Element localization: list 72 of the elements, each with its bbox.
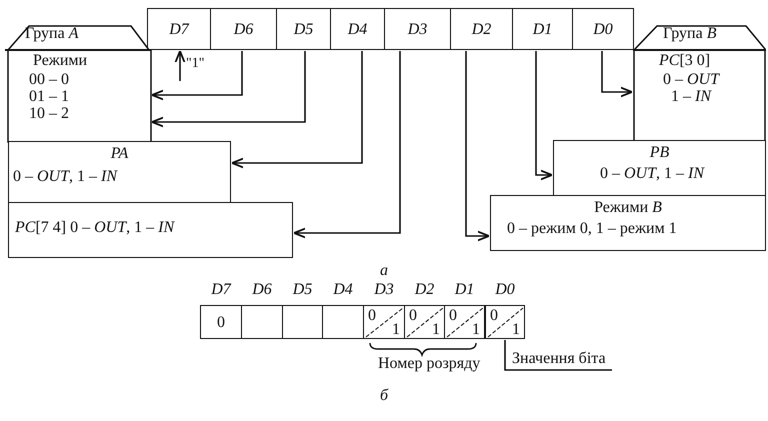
arrow: [465, 51, 490, 242]
bit-name: D3: [373, 281, 395, 298]
group-heading: Група B: [663, 25, 716, 42]
bit-cell: [330, 8, 385, 50]
edge-label: "1": [186, 56, 204, 72]
bit-cell: [384, 8, 451, 50]
group-heading: Група A: [25, 25, 78, 42]
bit-cell: [147, 8, 211, 50]
bit-cell: [444, 305, 485, 339]
mode-table: 00 – 0 01 – 1 10 – 2: [27, 71, 71, 122]
bit-cell: [200, 305, 242, 339]
brace-caption: Номер розряду: [378, 355, 480, 373]
mode-text: 0 – режим 0, 1 – режим 1: [507, 220, 677, 237]
arrow: [231, 51, 363, 168]
bit-value: 0: [409, 307, 417, 324]
mode-heading: Режими B: [593, 199, 663, 216]
bit-name: D3: [406, 21, 428, 38]
arrow: [151, 51, 306, 128]
bit-cell: [322, 305, 364, 339]
port-heading: PA: [110, 145, 130, 162]
bit-name: D0: [494, 281, 516, 298]
bit-name: D6: [251, 281, 273, 298]
bit-name: D7: [210, 281, 232, 298]
arrow: [293, 51, 401, 238]
bit-name: D2: [470, 21, 492, 38]
bit-cell: [210, 8, 277, 50]
bit-name: D5: [292, 281, 314, 298]
bit-cell: [276, 8, 331, 50]
arrow: [174, 50, 186, 81]
bit-value: 0: [368, 307, 376, 324]
bit-cell: [241, 305, 283, 339]
bit-cell: [450, 8, 513, 50]
bit-name: D4: [346, 21, 368, 38]
bit-name: D5: [292, 21, 314, 38]
bit-name: D1: [454, 281, 476, 298]
subfigure-label: б: [380, 387, 388, 405]
arrow: [601, 51, 633, 98]
bit-name: D1: [532, 21, 554, 38]
bit-cell: [512, 8, 573, 50]
port-heading: PB: [648, 144, 670, 161]
port-range: PC[3 0]: [659, 52, 710, 69]
bit-cell: [404, 305, 445, 339]
bit-name: D4: [332, 281, 354, 298]
bit-value: 0: [490, 307, 498, 324]
direction-text: 0 – OUT, 1 – IN: [600, 165, 704, 182]
field-box: [553, 140, 766, 196]
bit-value: 1: [432, 321, 440, 338]
direction-text: PC[7 4] 0 – OUT, 1 – IN: [15, 219, 174, 236]
bit-cell: [485, 305, 525, 339]
value-caption: Значення біта: [512, 350, 606, 367]
arrow: [535, 51, 553, 180]
bit-name: D2: [414, 281, 436, 298]
bit-cell: [282, 305, 323, 339]
field-box: [8, 202, 293, 258]
field-box: [490, 195, 766, 251]
bit-value: 0: [216, 314, 226, 331]
bit-name: D0: [592, 21, 614, 38]
bit-name: D6: [232, 21, 254, 38]
leader-line: [504, 340, 612, 371]
bit-value: 1: [512, 321, 520, 338]
bit-value: 1: [392, 321, 400, 338]
bit-cell: [363, 305, 405, 339]
mode-heading: Режими: [33, 52, 88, 69]
bit-name: D7: [168, 21, 190, 38]
field-box: [8, 141, 231, 203]
direction-text: 0 – OUT 1 – IN: [662, 71, 721, 105]
subfigure-label: а: [380, 262, 388, 280]
bit-value: 0: [449, 307, 457, 324]
arrow: [151, 51, 243, 100]
direction-text: 0 – OUT, 1 – IN: [13, 168, 118, 185]
bit-value: 1: [472, 321, 480, 338]
bit-cell: [572, 8, 634, 50]
